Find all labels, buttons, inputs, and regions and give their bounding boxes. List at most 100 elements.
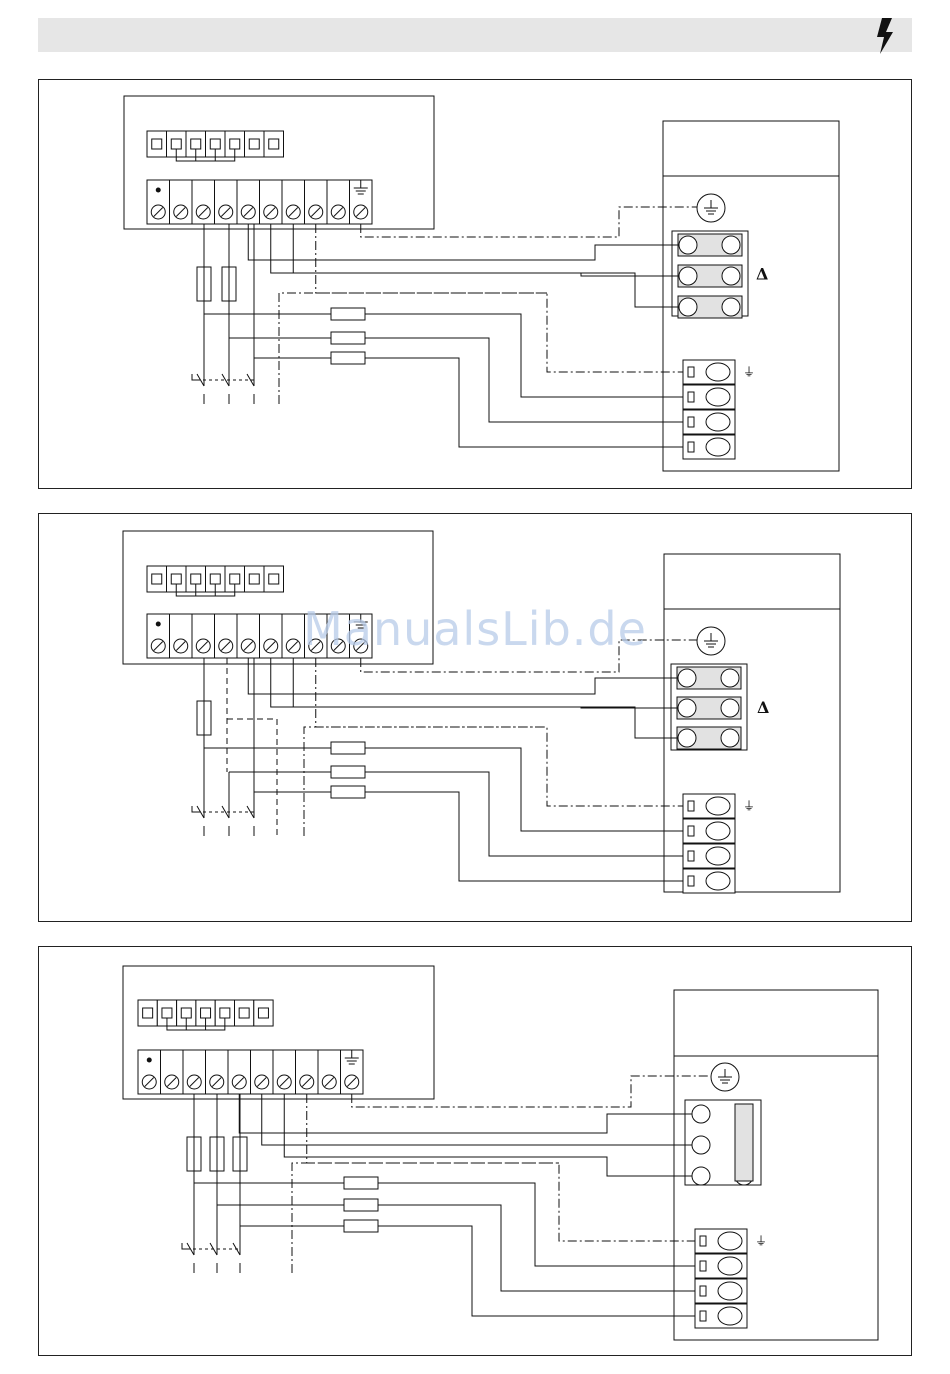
- terminal-pin: [201, 1008, 211, 1018]
- winding-terminal: [679, 236, 697, 254]
- motor-wire: [293, 658, 678, 738]
- fan-terminal-screw: [706, 438, 730, 456]
- fuse: [331, 786, 365, 798]
- wiring-diagram-3: ⏚: [38, 946, 912, 1356]
- fan-terminal-screw: [718, 1307, 742, 1325]
- fan-terminal-pin: [688, 367, 694, 377]
- fan-terminal-pin: [700, 1261, 706, 1271]
- fuse: [331, 332, 365, 344]
- terminal-pin: [230, 139, 240, 149]
- fan-terminal-pin: [688, 801, 694, 811]
- fan-terminal-screw: [706, 797, 730, 815]
- winding-terminal: [692, 1105, 710, 1123]
- fan-terminal-pin: [688, 442, 694, 452]
- fan-terminal-pin: [688, 392, 694, 402]
- fuse: [344, 1199, 378, 1211]
- fan-terminal-screw: [706, 847, 730, 865]
- marker-dot: [156, 188, 161, 193]
- fan-terminal-screw: [706, 872, 730, 890]
- fan-terminal-screw: [718, 1232, 742, 1250]
- fan-terminal-screw: [706, 822, 730, 840]
- switch-handle: [182, 1243, 187, 1249]
- fan-terminal-pin: [688, 876, 694, 886]
- winding-terminal: [679, 298, 697, 316]
- fuse: [344, 1177, 378, 1189]
- switch-handle: [192, 374, 197, 380]
- connection-symbol: Δ: [757, 698, 769, 717]
- fan-wire: [204, 748, 683, 831]
- winding-terminal: [721, 669, 739, 687]
- winding-terminal: [678, 699, 696, 717]
- terminal-pin: [162, 1008, 172, 1018]
- terminal-pin: [239, 1008, 249, 1018]
- fuse: [331, 308, 365, 320]
- lightning-bolt-icon: [872, 16, 900, 56]
- winding-terminal: [722, 267, 740, 285]
- fan-wire: [229, 338, 683, 422]
- fan-terminal-screw: [706, 388, 730, 406]
- motor-wire: [271, 658, 678, 708]
- fan-wire: [204, 314, 683, 397]
- fan-terminal-screw: [706, 363, 730, 381]
- diagram-1-drawing: Δ⏚: [39, 80, 913, 490]
- terminal-pin: [269, 139, 279, 149]
- marker-dot: [147, 1058, 152, 1063]
- winding-terminal: [692, 1167, 710, 1185]
- connection-symbol: Δ: [756, 265, 768, 284]
- diagram-3-drawing: ⏚: [39, 947, 913, 1357]
- terminal-pin: [152, 574, 162, 584]
- terminal-pin: [220, 1008, 230, 1018]
- wiring-diagram-2: Δ⏚: [38, 513, 912, 922]
- winding-terminal: [721, 699, 739, 717]
- fan-wire: [240, 1226, 695, 1316]
- fan-wire: [254, 792, 683, 881]
- earth-symbol: ⏚: [755, 1234, 767, 1248]
- fan-terminal-pin: [700, 1236, 706, 1246]
- terminal-pin: [171, 139, 181, 149]
- fuse: [331, 742, 365, 754]
- fan-wire: [254, 358, 683, 447]
- fuse: [331, 766, 365, 778]
- terminal-pin: [230, 574, 240, 584]
- terminal-pin: [191, 574, 201, 584]
- motor-wire: [262, 1094, 692, 1145]
- terminal-pin: [269, 574, 279, 584]
- terminal-pin: [210, 574, 220, 584]
- winding-terminal: [678, 669, 696, 687]
- fuse: [344, 1220, 378, 1232]
- terminal-pin: [152, 139, 162, 149]
- winding-terminal: [722, 298, 740, 316]
- star-bridge: [735, 1104, 753, 1181]
- terminal-pin: [143, 1008, 153, 1018]
- fan-wire: [229, 772, 683, 856]
- header-bar: [38, 18, 912, 52]
- motor-wire: [271, 224, 679, 276]
- fan-terminal-screw: [706, 413, 730, 431]
- fan-terminal-screw: [718, 1257, 742, 1275]
- fan-wire: [217, 1205, 695, 1291]
- winding-terminal: [722, 236, 740, 254]
- fan-terminal-screw: [718, 1282, 742, 1300]
- terminal-pin: [258, 1008, 268, 1018]
- diagram-2-drawing: Δ⏚: [39, 514, 913, 923]
- wire: [227, 719, 277, 836]
- wiring-diagram-1: Δ⏚: [38, 79, 912, 489]
- winding-terminal: [678, 729, 696, 747]
- fan-wire: [194, 1183, 695, 1266]
- terminal-pin: [171, 574, 181, 584]
- earth-symbol: ⏚: [743, 365, 755, 379]
- winding-terminal: [692, 1136, 710, 1154]
- winding-terminal: [721, 729, 739, 747]
- fan-terminal-pin: [688, 851, 694, 861]
- terminal-pin: [210, 139, 220, 149]
- winding-terminal: [679, 267, 697, 285]
- pe-wire: [279, 293, 547, 404]
- terminal-pin: [191, 139, 201, 149]
- fan-terminal-pin: [700, 1286, 706, 1296]
- fan-terminal-pin: [688, 417, 694, 427]
- marker-dot: [156, 622, 161, 627]
- fan-earth-wire: [316, 224, 683, 372]
- terminal-pin: [181, 1008, 191, 1018]
- switch-handle: [192, 806, 197, 812]
- earth-symbol: ⏚: [743, 799, 755, 813]
